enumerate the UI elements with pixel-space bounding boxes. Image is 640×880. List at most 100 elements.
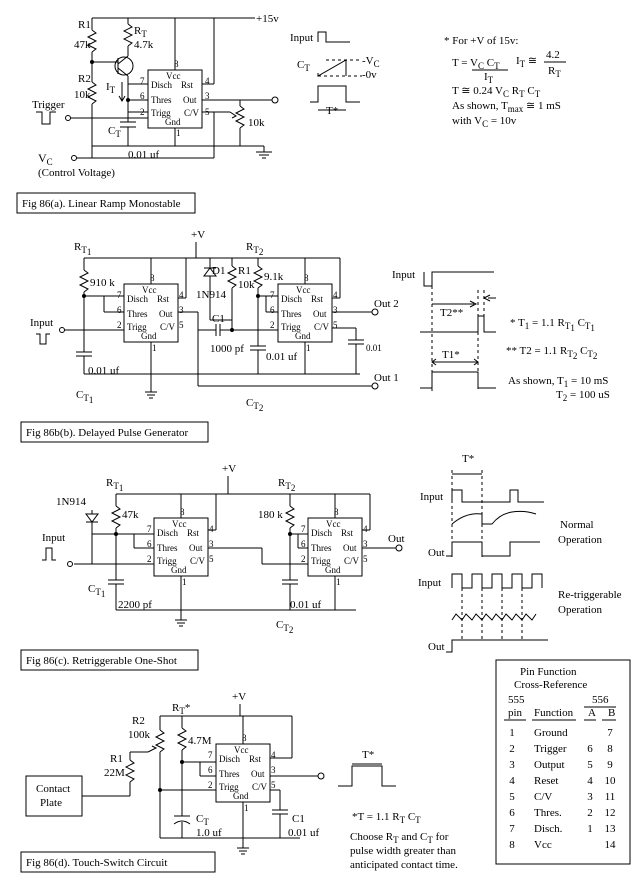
fig-b-input-terminal[interactable] bbox=[59, 327, 65, 333]
fig-b-out2-label: Out 2 bbox=[374, 298, 399, 310]
fig-a-eq-current-numerator: 4.2 bbox=[546, 49, 560, 61]
svg-text:6: 6 bbox=[147, 539, 152, 549]
svg-text:Rst: Rst bbox=[181, 80, 194, 90]
fig-a-trigger-label: Trigger bbox=[32, 99, 65, 111]
fig-c-wave-t-label: T* bbox=[462, 453, 474, 465]
svg-text:Rst: Rst bbox=[249, 754, 262, 764]
fig-b-rt2-label: RT2 bbox=[246, 241, 263, 257]
svg-text:7: 7 bbox=[147, 524, 152, 534]
fig-b-c1-value: 1000 pf bbox=[210, 343, 244, 355]
svg-text:5: 5 bbox=[179, 320, 184, 330]
svg-text:7: 7 bbox=[301, 524, 306, 534]
fig-b-r1-label: R1 bbox=[238, 265, 251, 277]
pin-table-cell-b: 14 bbox=[605, 839, 617, 851]
pin-table-title-1: Pin Function bbox=[520, 666, 577, 678]
svg-text:Out: Out bbox=[313, 309, 327, 319]
fig-a-wave-0v-label: -0v bbox=[362, 69, 377, 81]
pin-function-table: Pin Function Cross-Reference 555 pin Fun… bbox=[495, 659, 631, 865]
fig-b-as-shown-t2: T2 = 100 uS bbox=[556, 389, 610, 403]
svg-text:5: 5 bbox=[209, 554, 214, 564]
fig-a-linear-ramp-monostable: +15v R1 47k R2 10k RT 4.7k IT Vcc Disch bbox=[16, 13, 566, 214]
fig-b-out2-terminal[interactable] bbox=[371, 308, 379, 316]
pin-table-cell-func: Output bbox=[534, 759, 565, 771]
fig-a-ct-label: CT bbox=[108, 125, 121, 139]
svg-text:8: 8 bbox=[304, 273, 309, 283]
fig-c-w-out-label: Out bbox=[428, 547, 445, 559]
fig-d-c1-label: C1 bbox=[292, 813, 305, 825]
svg-text:Vcc: Vcc bbox=[142, 285, 157, 295]
svg-text:Disch: Disch bbox=[127, 294, 148, 304]
svg-text:Disch: Disch bbox=[311, 528, 332, 538]
fig-b-input-pulse-icon bbox=[36, 333, 50, 345]
fig-a-it-label: IT bbox=[106, 81, 116, 95]
fig-c-ct2-value: 0.01 uf bbox=[290, 599, 322, 611]
svg-text:Trigg: Trigg bbox=[311, 556, 331, 566]
svg-text:5: 5 bbox=[363, 554, 368, 564]
fig-b-wave-t1-label: T1* bbox=[442, 349, 460, 361]
pin-table-h555b: pin bbox=[508, 707, 523, 719]
svg-text:5: 5 bbox=[333, 320, 338, 330]
pin-table-h-b: B bbox=[608, 707, 615, 719]
fig-a-rt-value: 4.7k bbox=[134, 39, 154, 51]
svg-text:C/V: C/V bbox=[344, 556, 360, 566]
fig-b-wave-out1 bbox=[420, 371, 496, 389]
pin-table-cell-b: 11 bbox=[605, 791, 616, 803]
pin-table-h-func: Function bbox=[534, 707, 574, 719]
fig-b-rt2-value: 9.1k bbox=[264, 271, 284, 283]
fig-a-wave-vc-label: -VC bbox=[362, 55, 380, 69]
svg-text:2: 2 bbox=[117, 320, 122, 330]
pin-table-title-2: Cross-Reference bbox=[514, 679, 587, 691]
fig-c-input-terminal[interactable] bbox=[67, 561, 73, 567]
svg-text:4: 4 bbox=[333, 290, 338, 300]
fig-d-r1-value: 22M bbox=[104, 767, 125, 779]
pin-table-cell-func: Reset bbox=[534, 775, 558, 787]
svg-text:4: 4 bbox=[271, 750, 276, 760]
svg-text:Trigg: Trigg bbox=[127, 322, 147, 332]
fig-c-out-label: Out bbox=[388, 533, 405, 545]
pin-table-cell-a: 6 bbox=[587, 743, 593, 755]
pin-table-cell-b: 12 bbox=[605, 807, 616, 819]
fig-a-wave-input-label: Input bbox=[290, 32, 313, 44]
svg-text:C/V: C/V bbox=[160, 322, 176, 332]
svg-text:3: 3 bbox=[209, 539, 214, 549]
pin-table-h556: 556 bbox=[592, 694, 609, 706]
fig-c-wave-ramp-retrig bbox=[451, 613, 537, 621]
fig-d-note-1: Choose RT and CT for bbox=[350, 831, 449, 845]
svg-text:Vcc: Vcc bbox=[166, 71, 181, 81]
svg-text:Trigg: Trigg bbox=[219, 782, 239, 792]
pin-table-cell-pin: 6 bbox=[509, 807, 515, 819]
svg-text:1: 1 bbox=[306, 343, 311, 353]
fig-a-r1-label: R1 bbox=[78, 19, 91, 31]
fig-c-out-terminal[interactable] bbox=[395, 544, 403, 552]
fig-d-ct-value: 1.0 uf bbox=[196, 827, 222, 839]
fig-d-output-terminal[interactable] bbox=[317, 772, 325, 780]
pin-table-h555a: 555 bbox=[508, 694, 525, 706]
fig-d-wave-out bbox=[338, 765, 396, 787]
svg-text:Rst: Rst bbox=[341, 528, 354, 538]
fig-b-out1-terminal[interactable] bbox=[371, 382, 379, 390]
svg-text:Vcc: Vcc bbox=[172, 519, 187, 529]
fig-b-delayed-pulse-generator: +V RT1 RT2 910 k Vcc Disch Rst Thres Out… bbox=[20, 229, 610, 443]
fig-b-supply-label: +V bbox=[191, 229, 205, 241]
svg-text:Out: Out bbox=[189, 543, 203, 553]
svg-text:Disch: Disch bbox=[151, 80, 172, 90]
fig-b-555-chip-2: Vcc Disch Rst Thres Out Trigg C/V Gnd bbox=[277, 283, 333, 343]
svg-text:Thres: Thres bbox=[127, 309, 148, 319]
fig-d-contact-plate[interactable] bbox=[25, 775, 83, 817]
fig-b-d1-label: D1 bbox=[212, 265, 225, 277]
svg-text:Gnd: Gnd bbox=[325, 565, 341, 575]
fig-d-contact-2: Plate bbox=[40, 797, 62, 809]
svg-text:C/V: C/V bbox=[252, 782, 268, 792]
svg-text:Thres: Thres bbox=[311, 543, 332, 553]
fig-c-diode-label: 1N914 bbox=[56, 496, 86, 508]
fig-c-wave-out-retrig bbox=[446, 639, 548, 653]
svg-text:Thres: Thres bbox=[219, 769, 240, 779]
fig-b-ct1-label: CT1 bbox=[76, 389, 93, 405]
fig-c-w-in-label: Input bbox=[420, 491, 443, 503]
fig-a-output-terminal[interactable] bbox=[271, 96, 279, 104]
fig-c-555-chip-1: Vcc Disch Rst Thres Out Trigg C/V Gnd bbox=[153, 517, 209, 577]
svg-text:Gnd: Gnd bbox=[233, 791, 249, 801]
svg-text:2: 2 bbox=[208, 780, 213, 790]
fig-a-r2-value: 10k bbox=[74, 89, 91, 101]
